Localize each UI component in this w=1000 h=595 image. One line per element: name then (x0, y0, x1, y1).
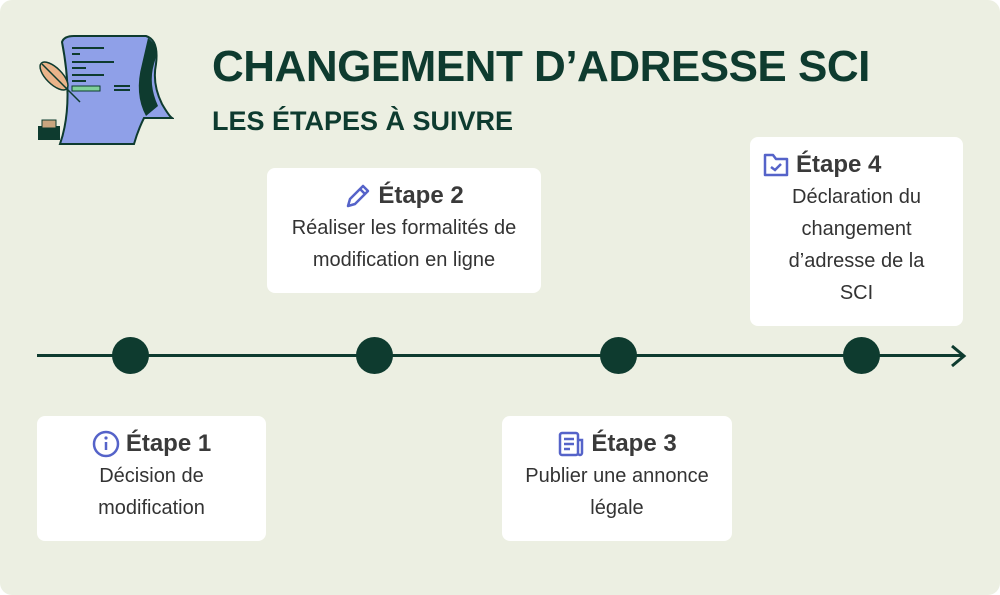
step-description: Publier une annonce légale (525, 465, 709, 519)
document-scroll-illustration (38, 35, 174, 145)
step-label: Étape 2 (378, 182, 464, 209)
step-card-3: Étape 3 Publier une annonce légale (502, 416, 732, 541)
timeline-dot-4 (843, 337, 880, 374)
document-icon (559, 431, 584, 457)
step-label: Étape 3 (591, 430, 677, 457)
step-label: Étape 4 (796, 151, 882, 178)
page-title: CHANGEMENT D’ADRESSE SCI (212, 42, 870, 91)
step-card-1: Étape 1 Décision de modification (37, 416, 266, 541)
step-card-2: Étape 2 Réaliser les formalités de modif… (267, 168, 541, 293)
folder-check-icon (763, 153, 789, 177)
step-label: Étape 1 (125, 430, 212, 457)
step-description: Réaliser les formalités de modification … (291, 217, 517, 271)
step-description: Décision de modification (98, 465, 205, 519)
timeline-dot-1 (112, 337, 149, 374)
step-description: Déclaration du changement d’adresse de l… (788, 186, 925, 304)
info-icon (92, 430, 120, 458)
timeline-line (37, 354, 962, 357)
step-card-4: Étape 4 Déclaration du changement d’adre… (750, 137, 963, 326)
timeline-dot-3 (600, 337, 637, 374)
arrow-right-icon (951, 344, 967, 368)
pencil-icon (347, 184, 370, 208)
page-subtitle: LES ÉTAPES À SUIVRE (212, 106, 514, 136)
timeline-dot-2 (356, 337, 393, 374)
